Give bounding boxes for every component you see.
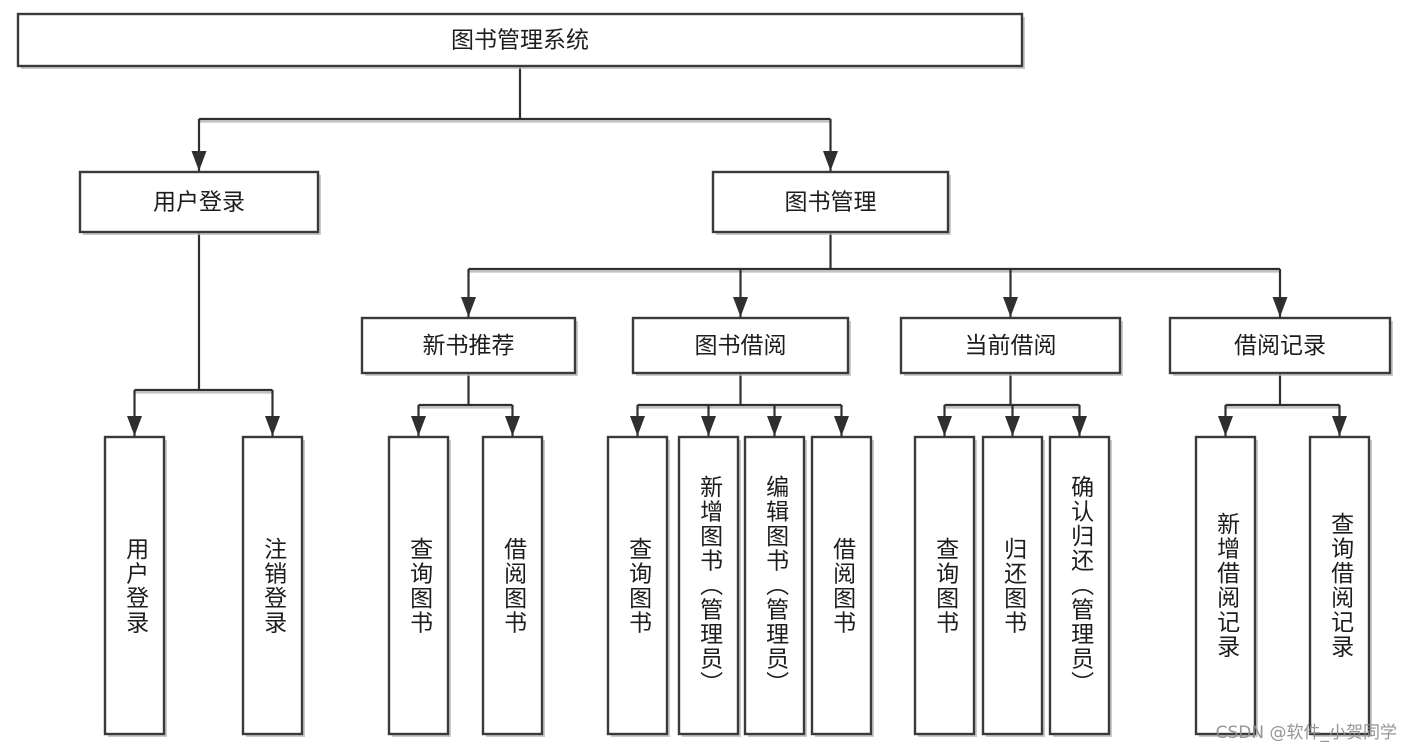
node-box-borrow-record[interactable]: [1168, 316, 1392, 375]
arrow-head-icon: [461, 297, 476, 317]
arrow-head-icon: [1272, 297, 1288, 317]
node-label-book-management: 图书管理: [785, 190, 877, 216]
node-box-leaf-query-book-current[interactable]: [913, 435, 976, 736]
arrow-head-icon: [411, 416, 426, 436]
node-box-leaf-borrow-book[interactable]: [810, 435, 873, 736]
arrow-head-icon: [834, 416, 849, 436]
arrow-head-icon: [630, 416, 645, 436]
arrow-head-icon: [937, 416, 952, 436]
node-box-leaf-add-book-admin[interactable]: [677, 435, 740, 736]
arrow-head-icon: [1072, 416, 1087, 436]
node-label-book-borrow: 图书借阅: [695, 333, 787, 359]
node-box-leaf-add-borrow-record[interactable]: [1194, 435, 1257, 736]
arrow-head-icon: [1003, 297, 1018, 317]
arrow-head-icon: [1332, 416, 1347, 436]
node-box-root[interactable]: [16, 12, 1024, 68]
node-box-leaf-query-book-borrow[interactable]: [606, 435, 669, 736]
arrow-head-icon: [823, 151, 838, 171]
csdn-watermark: CSDN @软件_小贺同学: [1215, 723, 1397, 743]
node-label-new-book-recommend: 新书推荐: [423, 333, 515, 359]
node-box-book-borrow[interactable]: [631, 316, 850, 375]
arrow-head-icon: [1218, 416, 1233, 436]
node-box-leaf-query-borrow-record[interactable]: [1308, 435, 1371, 736]
edges-layer: [127, 66, 1347, 436]
arrow-head-icon: [767, 416, 782, 436]
arrow-head-icon: [505, 416, 520, 436]
node-box-leaf-query-book-recommend[interactable]: [387, 435, 450, 736]
arrow-head-icon: [265, 416, 280, 436]
node-box-leaf-edit-book-admin[interactable]: [743, 435, 806, 736]
boxes-layer: [16, 12, 1393, 737]
node-box-current-borrow[interactable]: [899, 316, 1122, 375]
node-box-leaf-confirm-return-admin[interactable]: [1048, 435, 1111, 736]
node-box-book-management[interactable]: [711, 170, 950, 234]
arrow-head-icon: [701, 416, 716, 436]
node-box-new-book-recommend[interactable]: [360, 316, 577, 375]
node-label-current-borrow: 当前借阅: [965, 333, 1057, 359]
arrow-head-icon: [191, 151, 207, 171]
arrow-head-icon: [1005, 416, 1020, 436]
node-label-user-login: 用户登录: [153, 190, 245, 216]
arrow-head-icon: [127, 416, 142, 436]
node-box-leaf-borrow-book-recommend[interactable]: [481, 435, 544, 736]
node-box-user-login[interactable]: [78, 170, 320, 234]
node-box-leaf-return-book[interactable]: [981, 435, 1044, 736]
arrow-head-icon: [733, 297, 748, 317]
node-box-leaf-logout[interactable]: [241, 435, 304, 736]
node-label-borrow-record: 借阅记录: [1234, 333, 1326, 359]
node-box-leaf-user-login[interactable]: [103, 435, 166, 736]
node-label-root: 图书管理系统: [451, 28, 589, 54]
